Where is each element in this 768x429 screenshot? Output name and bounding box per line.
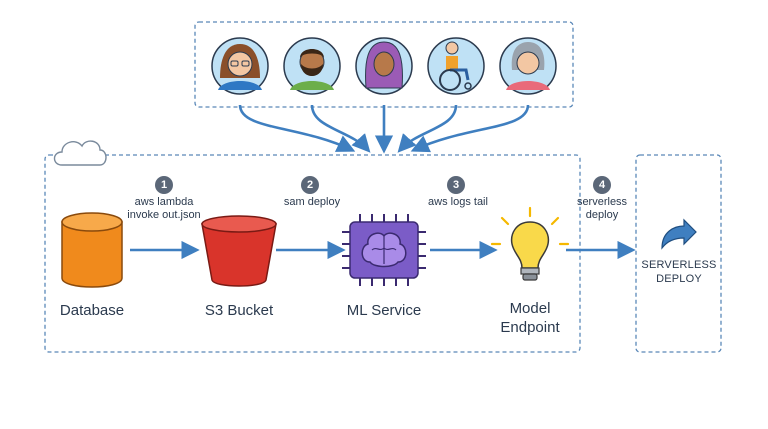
- step-number-3: 3: [447, 176, 465, 194]
- serverless-deploy-box: [635, 154, 722, 353]
- model-endpoint-label: Model Endpoint: [500, 300, 560, 336]
- woman-gray-hair-avatar-icon: [499, 37, 557, 95]
- step-1-command: aws lambda invoke out.json: [127, 196, 201, 221]
- woman-hijab-avatar-icon: [355, 37, 413, 95]
- share-arrow-icon: [661, 218, 697, 250]
- step-4-command: serverless deploy: [576, 196, 628, 221]
- database-label: Database: [59, 302, 125, 319]
- serverless-deploy-label: SERVERLESS DEPLOY: [641, 259, 717, 285]
- step-number-1: 1: [155, 176, 173, 194]
- lightbulb-icon: [490, 206, 570, 281]
- user-arrows: [238, 104, 530, 154]
- step-3-command: aws logs tail: [428, 196, 488, 208]
- wheelchair-user-avatar-icon: [427, 37, 485, 95]
- s3-bucket-label: S3 Bucket: [204, 302, 274, 319]
- step-number-4: 4: [593, 176, 611, 194]
- woman-glasses-avatar-icon: [211, 37, 269, 95]
- ml-service-label: ML Service: [346, 302, 422, 319]
- bucket-icon: [201, 215, 277, 287]
- bearded-man-avatar-icon: [283, 37, 341, 95]
- database-cylinder-icon: [61, 212, 123, 288]
- step-number-2: 2: [301, 176, 319, 194]
- cloud-icon: [53, 140, 107, 166]
- step-2-command: sam deploy: [283, 196, 341, 208]
- brain-chip-icon: [342, 214, 426, 286]
